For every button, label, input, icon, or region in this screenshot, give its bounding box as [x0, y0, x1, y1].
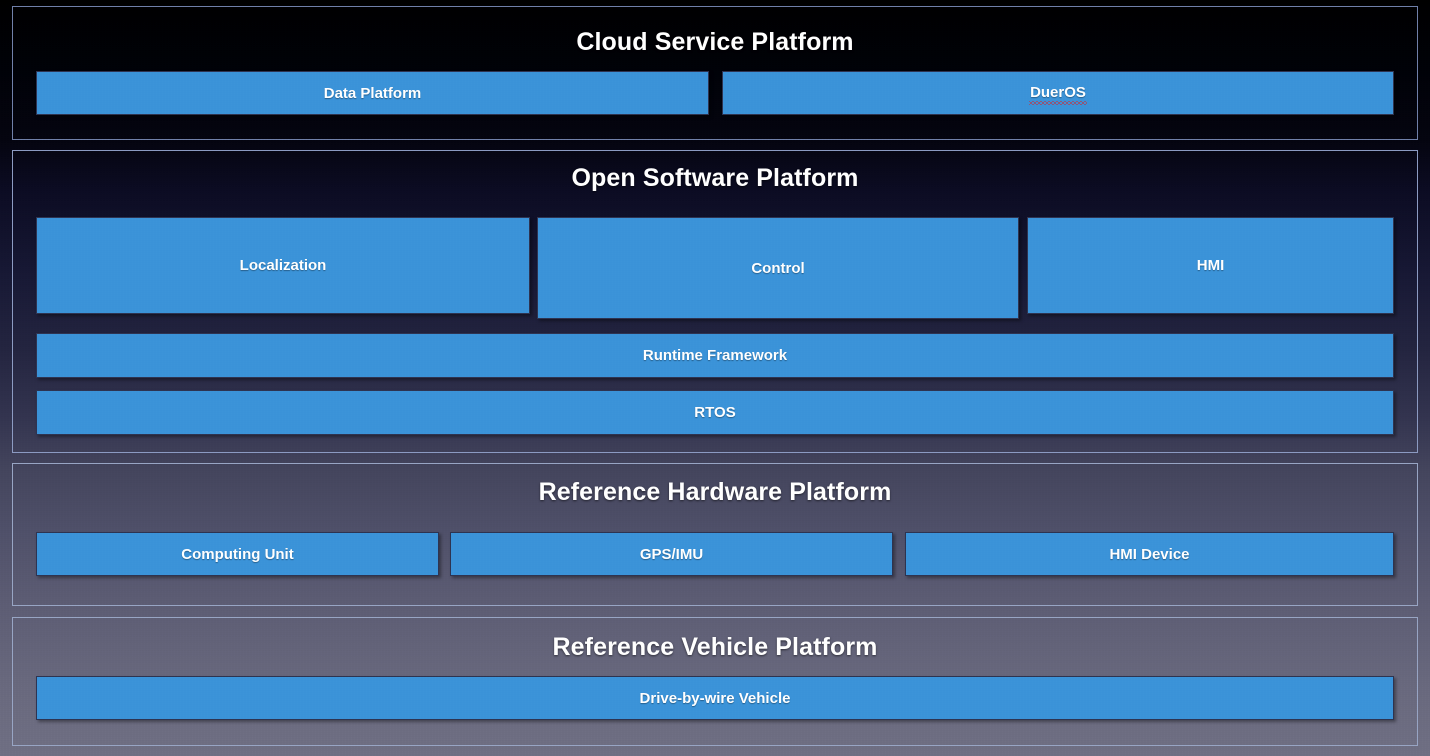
layer-title-reference-hardware-platform: Reference Hardware Platform	[538, 478, 892, 506]
block-data-platform[interactable]: Data Platform	[36, 71, 709, 115]
block-hmi-device[interactable]: HMI Device	[905, 532, 1394, 576]
block-gps-imu[interactable]: GPS/IMU	[450, 532, 893, 576]
block-label: HMI Device	[1109, 545, 1190, 563]
layer-title-reference-vehicle-platform: Reference Vehicle Platform	[552, 633, 878, 661]
layer-title-cloud-service-platform: Cloud Service Platform	[576, 28, 854, 56]
layer-title-open-software-platform: Open Software Platform	[571, 164, 859, 192]
layer-reference-vehicle-platform: Reference Vehicle Platform Drive-by-wire…	[12, 617, 1418, 746]
layer-cloud-service-platform: Cloud Service Platform Data Platform Due…	[12, 6, 1418, 140]
block-localization[interactable]: Localization	[36, 217, 530, 314]
block-rtos[interactable]: RTOS	[36, 390, 1394, 435]
layer-reference-hardware-platform: Reference Hardware Platform Computing Un…	[12, 463, 1418, 606]
block-label: Drive-by-wire Vehicle	[639, 689, 791, 707]
block-label: Control	[751, 259, 805, 277]
block-label: Runtime Framework	[642, 347, 788, 364]
block-label: HMI	[1196, 257, 1225, 274]
block-label: Localization	[239, 257, 327, 274]
block-hmi[interactable]: HMI	[1027, 217, 1394, 314]
block-computing-unit[interactable]: Computing Unit	[36, 532, 439, 576]
layer-open-software-platform: Open Software Platform Localization Cont…	[12, 150, 1418, 453]
block-runtime-framework[interactable]: Runtime Framework	[36, 333, 1394, 378]
block-drive-by-wire-vehicle[interactable]: Drive-by-wire Vehicle	[36, 676, 1394, 720]
block-label: Data Platform	[323, 84, 422, 102]
block-label: Computing Unit	[181, 545, 294, 563]
block-control[interactable]: Control	[537, 217, 1019, 319]
block-label: RTOS	[694, 404, 736, 421]
block-label: GPS/IMU	[639, 545, 704, 563]
block-label: DuerOS	[1029, 84, 1087, 105]
block-dueros[interactable]: DuerOS	[722, 71, 1394, 115]
